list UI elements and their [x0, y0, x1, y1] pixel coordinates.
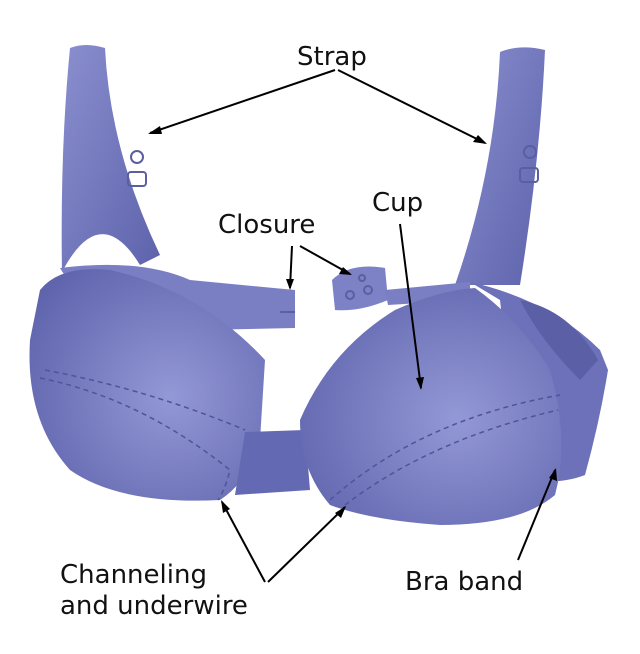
- left-cup: [29, 269, 265, 501]
- label-strap: Strap: [297, 42, 367, 72]
- label-closure: Closure: [218, 210, 316, 240]
- label-cup: Cup: [372, 188, 424, 218]
- label-underwire: and underwire: [60, 591, 248, 621]
- label-channeling: Channeling: [60, 560, 207, 590]
- strap-slider-left: [127, 150, 147, 187]
- right-strap: [455, 47, 545, 285]
- label-bra-band: Bra band: [405, 567, 524, 597]
- right-cup: [300, 288, 562, 525]
- closure-hooks: [332, 266, 388, 311]
- annotation-arrows: [149, 69, 556, 583]
- left-strap: [61, 45, 160, 272]
- center-gore: [235, 430, 310, 495]
- strap-slider-right: [519, 145, 539, 183]
